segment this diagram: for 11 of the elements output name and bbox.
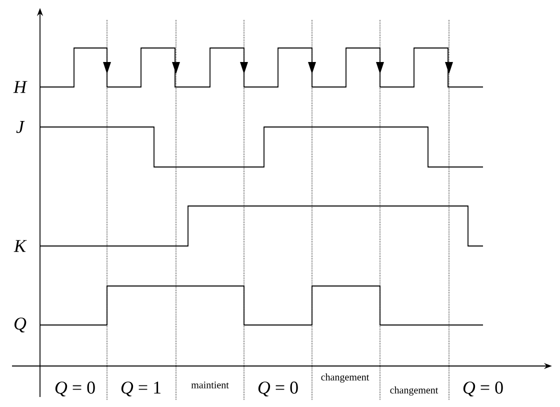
state-label: Q = 0 bbox=[461, 382, 505, 396]
signal-label: K bbox=[14, 240, 27, 252]
state-label: Q = 1 bbox=[119, 382, 163, 396]
state-label: changement bbox=[320, 373, 370, 383]
state-label: Q = 0 bbox=[53, 382, 97, 396]
state-label: Q = 0 bbox=[256, 382, 300, 396]
signal-label: J bbox=[16, 121, 25, 133]
signal-label: H bbox=[13, 81, 28, 93]
state-label: maintient bbox=[190, 382, 230, 388]
state-label: changement bbox=[388, 386, 440, 396]
signal-label: Q bbox=[14, 318, 26, 332]
